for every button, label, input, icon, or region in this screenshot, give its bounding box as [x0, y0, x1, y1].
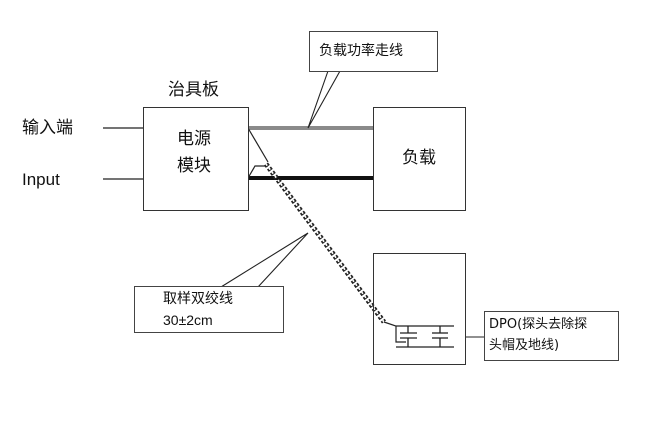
twisted-pair-callout: [134, 286, 284, 333]
dpo-box: [373, 253, 466, 365]
power-module-label-line1: 电源: [177, 129, 211, 149]
load-label: 负载: [402, 148, 436, 168]
load-trace-callout-text: 负载功率走线: [319, 43, 403, 59]
input-label-en: Input: [22, 170, 60, 189]
input-label-cn: 输入端: [22, 118, 73, 138]
load-trace-callout: [309, 31, 438, 72]
power-module-box: [143, 107, 249, 211]
power-module-label-line2: 模块: [177, 156, 211, 176]
sampling-tap-top: [247, 127, 269, 163]
dpo-callout: [484, 311, 619, 361]
dpo-callout-text-line2: 头帽及地线): [489, 338, 560, 353]
fixture-board-label: 治具板: [168, 80, 219, 100]
dpo-callout-text-line1: DPO(探头去除探: [489, 317, 588, 332]
twisted-pair-cable: [263, 162, 387, 324]
probe-lead: [383, 321, 406, 343]
load-box: [373, 107, 466, 211]
load-trace-callout-leader: [307, 70, 341, 129]
twisted-pair-callout-text-line1: 取样双绞线: [163, 291, 233, 307]
sampling-tap-bottom: [247, 165, 268, 179]
twisted-pair-callout-leader: [220, 232, 309, 288]
capacitor-symbols: [396, 325, 454, 348]
twisted-pair-callout-text-line2: 30±2cm: [163, 312, 213, 328]
